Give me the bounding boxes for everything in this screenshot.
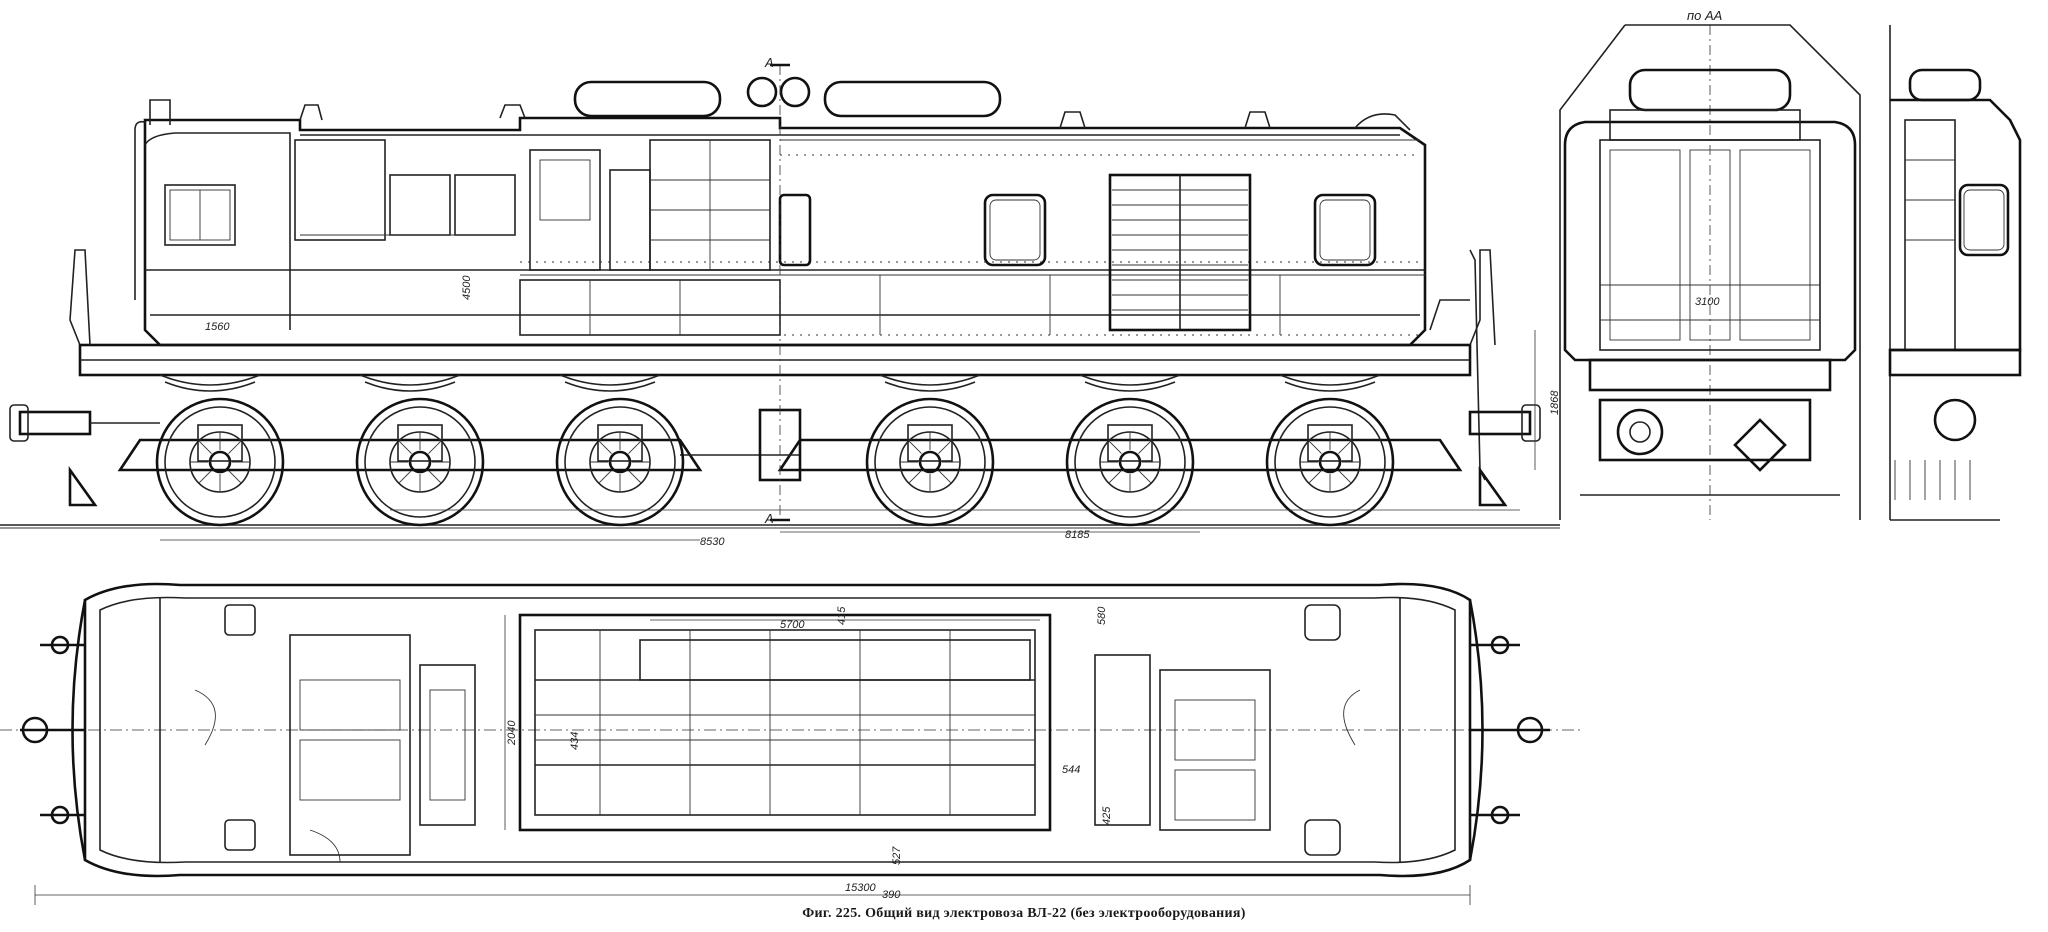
dim-wheelbase-rear: 8185 bbox=[1065, 529, 1090, 541]
plan-view: 5700 415 580 2040 434 544 425 527 15300 … bbox=[0, 582, 1580, 905]
coupler-left bbox=[9, 404, 160, 442]
dim-frame-height: 1868 bbox=[1549, 390, 1561, 415]
wheel bbox=[355, 397, 485, 527]
dim-end-offset: 390 bbox=[882, 889, 901, 901]
dim-offset-b: 580 bbox=[1096, 606, 1108, 625]
dim-width: 2040 bbox=[506, 720, 518, 746]
section-mark-bottom: A bbox=[764, 511, 774, 526]
dim-offset-a: 415 bbox=[836, 606, 848, 625]
wheel bbox=[865, 397, 995, 527]
dim-total-length: 15300 bbox=[845, 882, 876, 894]
dim-wheelbase-front: 8530 bbox=[700, 536, 725, 548]
section-mark-top: A bbox=[764, 55, 774, 70]
wheel bbox=[1065, 397, 1195, 527]
wheel bbox=[1265, 397, 1395, 527]
dim-inner-b: 544 bbox=[1062, 764, 1080, 776]
wheel bbox=[555, 397, 685, 527]
wheelsets bbox=[155, 397, 1395, 527]
dim-inner-d: 527 bbox=[891, 846, 903, 865]
dim-cab-width: 1560 bbox=[205, 321, 230, 333]
partial-end-view bbox=[1888, 25, 2022, 521]
dim-end-width: 3100 bbox=[1695, 296, 1720, 308]
dim-inner-a: 434 bbox=[569, 732, 581, 750]
coupler-right bbox=[1468, 404, 1541, 442]
section-title: по АА bbox=[1687, 8, 1722, 23]
wheel bbox=[155, 397, 285, 527]
dim-body-height: 4500 bbox=[461, 275, 473, 300]
figure-caption: Фиг. 225. Общий вид электровоза ВЛ-22 (б… bbox=[802, 906, 1246, 921]
dim-inner-c: 425 bbox=[1101, 806, 1113, 825]
end-section-view: по АА 3100 bbox=[1559, 8, 1861, 520]
side-elevation: 8530 8185 1560 4500 1868 A A bbox=[0, 55, 1561, 548]
dim-compartment-length: 5700 bbox=[780, 619, 805, 631]
